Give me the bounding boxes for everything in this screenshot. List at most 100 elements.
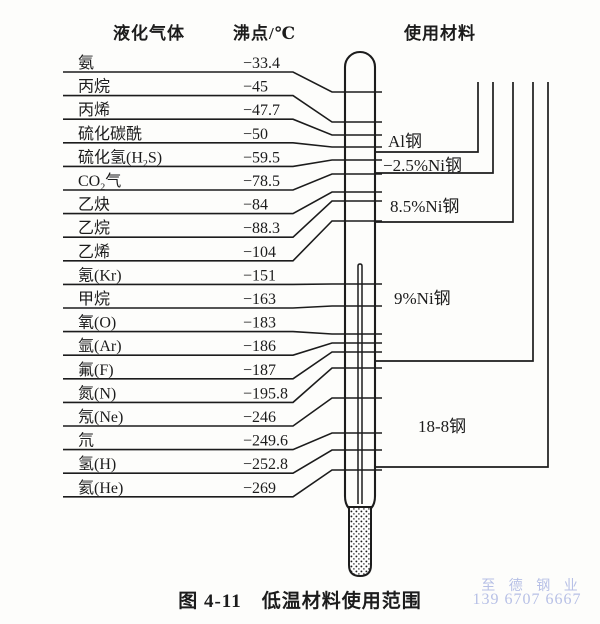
column-header-boiling-point: 沸点/℃ [233, 24, 297, 43]
column-header-materials: 使用材料 [404, 24, 476, 43]
gas-connector-line [63, 94, 382, 123]
material-range-line [376, 82, 479, 153]
gas-boiling-point-label: −50 [243, 126, 268, 143]
gas-name-label: 硫化氢(H2S) [78, 148, 162, 169]
gas-name-label: 氪(Kr) [78, 266, 122, 284]
column-header-liquefied-gas: 液化气体 [113, 24, 185, 43]
gas-name-label: 氧(O) [78, 314, 116, 332]
gas-name-label: CO2气 [78, 172, 121, 193]
gas-name-label: 氟(F) [78, 361, 114, 379]
gas-name-label: 甲烷 [78, 290, 110, 308]
gas-boiling-point-label: −104 [243, 244, 276, 261]
material-bracket: 9%Ni钢 [376, 82, 534, 362]
gas-name-label: 氘 [78, 432, 94, 450]
watermark-phone: 139 6707 6667 [472, 591, 582, 608]
material-range-line [376, 82, 534, 362]
gas-row: 乙炔 −84 [63, 191, 382, 215]
gas-connector-line [63, 200, 382, 238]
material-label: Al钢 [388, 132, 422, 151]
gas-boiling-point-label: −163 [243, 291, 276, 308]
gas-connector-line [63, 432, 382, 451]
material-range-line [376, 82, 494, 174]
gas-connector-line [63, 191, 382, 215]
material-label: 18-8钢 [418, 417, 466, 436]
gas-row: 氖(Ne) −246 [63, 397, 382, 427]
gas-name-label: 氖(Ne) [78, 408, 123, 426]
gas-connector-line [63, 342, 382, 356]
gas-connector-line [63, 469, 382, 498]
gas-row: 氩(Ar) −186 [63, 337, 382, 356]
material-label: 8.5%Ni钢 [390, 197, 459, 216]
gas-connector-line [63, 397, 382, 427]
gas-row: 氮(N) −195.8 [63, 367, 382, 404]
gas-boiling-point-label: −195.8 [243, 385, 288, 402]
gas-boiling-point-label: −47.7 [243, 102, 280, 119]
gas-name-label: 氢(H) [78, 455, 116, 473]
gas-row: 氘 −249.6 [63, 432, 382, 451]
gas-name-label: 氮(N) [78, 384, 116, 402]
gas-row: 氟(F) −187 [63, 351, 382, 380]
gas-name-label: 乙烯 [78, 243, 110, 261]
gas-row: 硫化碳酰 −50 [63, 125, 382, 148]
gas-name-label: 氦(He) [78, 479, 123, 497]
gas-name-label: 丙烯 [78, 101, 110, 119]
gas-connector-line [63, 367, 382, 404]
material-bracket: 18-8钢 [376, 82, 549, 468]
gas-boiling-point-label: −59.5 [243, 149, 280, 166]
gas-connector-line [63, 118, 382, 136]
mercury-column [357, 263, 363, 504]
material-bracket: Al钢 [376, 82, 479, 153]
gas-boiling-point-label: −183 [243, 315, 276, 332]
gas-boiling-point-label: −246 [243, 409, 276, 426]
gas-name-label: 氩(Ar) [78, 337, 122, 355]
thermometer [343, 51, 377, 578]
gas-name-label: 乙炔 [78, 196, 110, 214]
thermometer-tube [343, 51, 377, 514]
gas-connector-line [63, 330, 382, 335]
gas-connector-line [63, 159, 382, 168]
material-label: 9%Ni钢 [394, 289, 451, 308]
gas-boiling-point-label: −186 [243, 338, 276, 355]
gas-name-label: 丙烷 [78, 78, 110, 96]
gas-connector-line [63, 173, 382, 191]
gas-row: 乙烷 −88.3 [63, 200, 382, 238]
gas-connector-line [63, 449, 382, 474]
gas-boiling-point-label: −151 [243, 267, 276, 284]
gas-row: 氢(H) −252.8 [63, 449, 382, 474]
gas-boiling-point-label: −78.5 [243, 173, 280, 190]
material-range-line [376, 82, 549, 468]
gas-row: 硫化氢(H2S) −59.5 [63, 148, 382, 169]
material-range-line [376, 82, 514, 223]
gas-name-label: 氨 [78, 54, 94, 72]
gas-name-label: 乙烷 [78, 219, 110, 237]
gas-connector-line [63, 220, 382, 262]
gas-row: 丙烷 −45 [63, 78, 382, 123]
gas-boiling-point-label: −88.3 [243, 220, 280, 237]
watermark-company: 至 德 钢 业 [481, 579, 583, 594]
gas-boiling-point-label: −84 [243, 197, 268, 214]
thermometer-bulb [348, 506, 372, 578]
gas-row: 氨−33.4 [63, 54, 382, 93]
material-bracket: 8.5%Ni钢 [376, 82, 514, 223]
gas-row: 甲烷 −163 [63, 290, 382, 309]
gas-row: 氦(He) −269 [63, 469, 382, 498]
gas-row: 氧(O) −183 [63, 314, 382, 335]
gas-boiling-point-label: −252.8 [243, 456, 288, 473]
gas-row: CO2气 −78.5 [63, 172, 382, 193]
gas-connector-line [63, 351, 382, 380]
gas-boiling-point-label: −249.6 [243, 433, 288, 450]
gas-row: 丙烯 −47.7 [63, 101, 382, 136]
material-label: −2.5%Ni钢 [383, 156, 462, 175]
gas-boiling-point-label: −45 [243, 79, 268, 96]
gas-row: 乙烯 −104 [63, 220, 382, 262]
gas-connector-line [63, 142, 382, 148]
gas-boiling-point-label: −269 [243, 480, 276, 497]
figure-caption: 图 4-11 低温材料使用范围 [178, 591, 422, 612]
gas-name-label: 硫化碳酰 [78, 125, 142, 143]
material-bracket: −2.5%Ni钢 [376, 82, 494, 175]
gas-connector-line [63, 305, 382, 309]
gas-boiling-point-label: −187 [243, 362, 276, 379]
gas-connector-line [63, 71, 382, 93]
